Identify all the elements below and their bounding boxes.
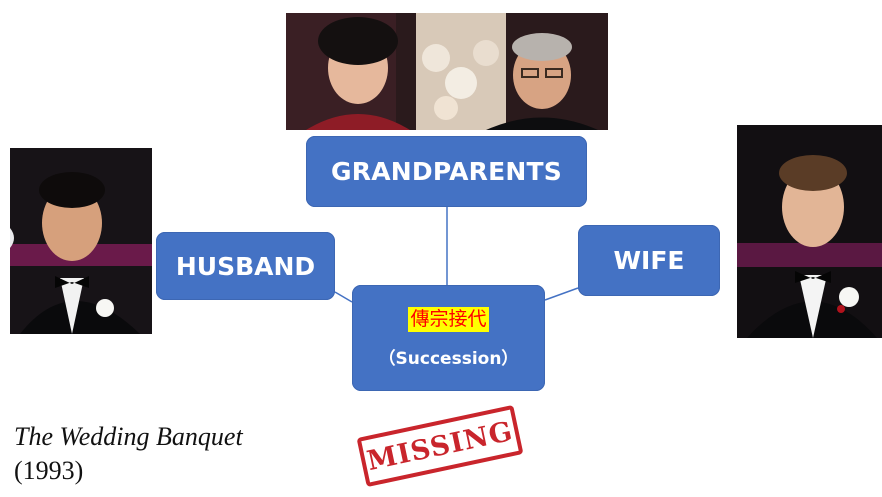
husband-label: HUSBAND [175, 251, 316, 281]
wife-node: WIFE [578, 225, 720, 296]
husband-photo [10, 148, 152, 334]
succession-chinese-label: 傳宗接代 [408, 307, 489, 332]
missing-stamp: MISSING [356, 404, 524, 488]
grandparents-label: GRANDPARENTS [331, 157, 562, 186]
film-year: (1993) [14, 456, 84, 485]
grandparents-node: GRANDPARENTS [306, 136, 587, 207]
missing-stamp-text: MISSING [364, 415, 516, 477]
grandparents-photo [286, 13, 608, 130]
wife-photo [737, 125, 882, 338]
succession-node: 傳宗接代 （Succession） [352, 285, 545, 391]
wife-label: WIFE [613, 246, 685, 275]
film-title: The Wedding Banquet [14, 422, 243, 451]
connector-husband-center [334, 291, 353, 303]
succession-english-label: （Succession） [378, 348, 519, 369]
husband-node: HUSBAND [156, 232, 335, 300]
connector-wife-center [544, 287, 579, 301]
